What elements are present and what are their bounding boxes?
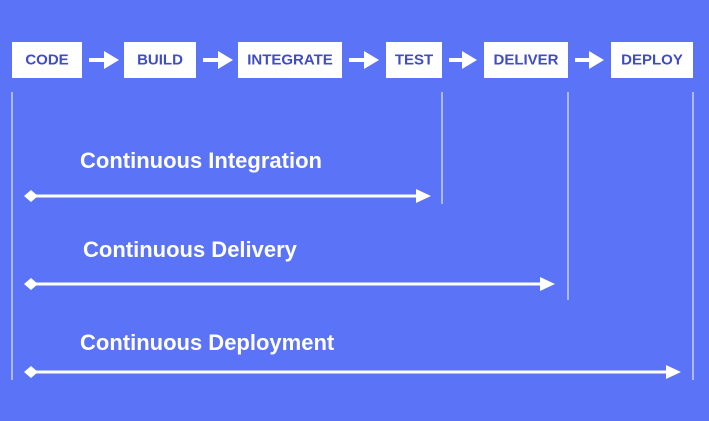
arrow-head-icon (416, 189, 431, 203)
stage-box (484, 42, 568, 78)
right-arrow-icon (349, 51, 379, 69)
stage-box (386, 42, 442, 78)
stage-box (12, 42, 82, 78)
band-continuous-deployment: Continuous Deployment (24, 330, 681, 379)
stage-integrate: INTEGRATE (238, 42, 342, 78)
right-arrow-icon (203, 51, 233, 69)
right-arrow-icon (575, 51, 604, 69)
right-arrow-icon (449, 51, 477, 69)
stage-deliver: DELIVER (484, 42, 568, 78)
stage-label-test: TEST (395, 52, 433, 69)
band-continuous-integration: Continuous Integration (24, 148, 431, 203)
stage-label-code: CODE (25, 52, 68, 69)
arrow-head-icon (540, 277, 555, 291)
band-label-continuous-delivery: Continuous Delivery (83, 237, 298, 262)
stage-code: CODE (12, 42, 82, 78)
stage-test: TEST (386, 42, 442, 78)
stage-deploy: DEPLOY (611, 42, 693, 78)
right-arrow-icon (89, 51, 119, 69)
stage-label-deploy: DEPLOY (621, 52, 683, 69)
stage-build: BUILD (124, 42, 196, 78)
stage-box (611, 42, 693, 78)
stage-label-deliver: DELIVER (493, 52, 558, 69)
band-label-continuous-deployment: Continuous Deployment (80, 330, 335, 355)
arrow-head-icon (666, 365, 681, 379)
stage-box (238, 42, 342, 78)
stage-label-build: BUILD (137, 52, 183, 69)
stage-label-integrate: INTEGRATE (247, 52, 333, 69)
stage-box (124, 42, 196, 78)
band-continuous-delivery: Continuous Delivery (24, 237, 555, 291)
band-label-continuous-integration: Continuous Integration (80, 148, 322, 173)
